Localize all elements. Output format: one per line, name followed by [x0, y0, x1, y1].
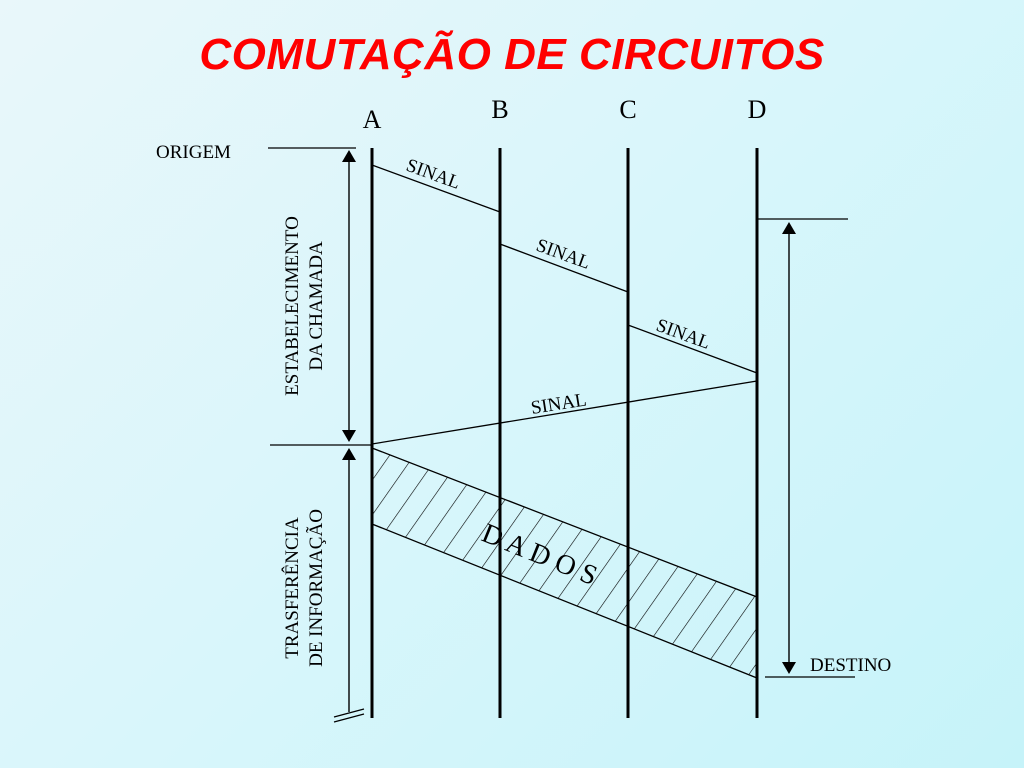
- signal-line-bc: [499, 243, 629, 293]
- node-label-d: D: [748, 95, 767, 124]
- page-title: COMUTAÇÃO DE CIRCUITOS: [199, 30, 825, 79]
- node-label-b: B: [491, 95, 508, 124]
- signal-label-4: SINAL: [529, 389, 588, 418]
- node-label-a: A: [363, 105, 382, 134]
- break-mark-2: [333, 713, 365, 723]
- estabelecimento-label-line1: ESTABELECIMENTO: [282, 216, 303, 396]
- break-mark-1: [333, 708, 365, 718]
- estabelecimento-label-line2: DA CHAMADA: [306, 241, 327, 371]
- signal-line-da: [371, 380, 758, 445]
- transferencia-label-line1: TRASFERÊNCIA: [281, 517, 303, 659]
- transferencia-label-line2: DE INFORMAÇÃO: [305, 509, 327, 667]
- signal-label-3: SINAL: [653, 315, 713, 354]
- origem-label: ORIGEM: [156, 142, 231, 163]
- destino-label: DESTINO: [810, 655, 891, 676]
- node-label-c: C: [619, 95, 636, 124]
- signal-line-cd: [627, 324, 758, 374]
- signal-line-ab: [371, 164, 501, 213]
- data-band: [371, 447, 758, 679]
